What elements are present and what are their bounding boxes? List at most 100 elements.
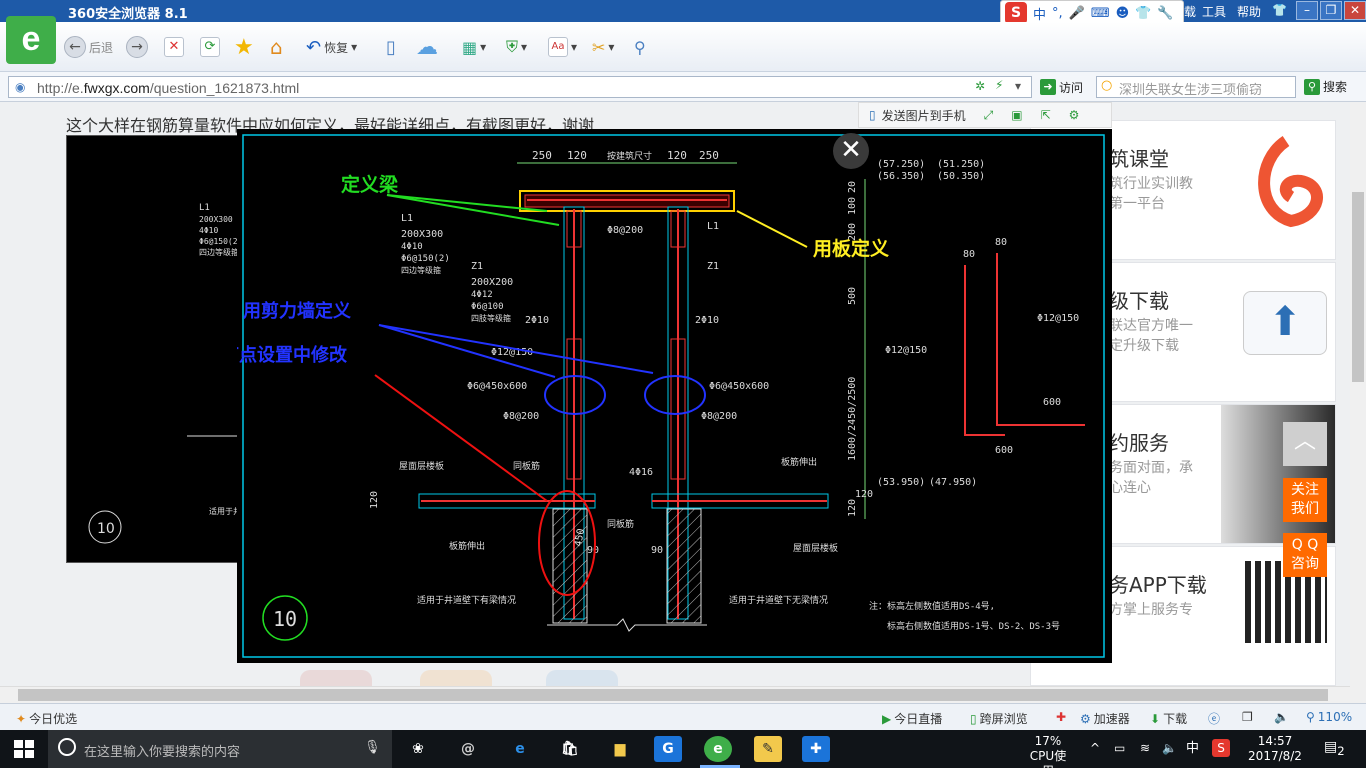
menu-tools[interactable]: 工具 [1202, 5, 1227, 19]
cross-screen-button[interactable]: ▯ 跨屏浏览 [970, 710, 1028, 727]
vdim-text: 100 [847, 197, 858, 215]
cloud-button[interactable]: ☁ [416, 34, 438, 60]
notification-icon[interactable]: ▤2 [1324, 739, 1345, 758]
security-button[interactable]: ⛨▾ [506, 34, 527, 60]
mic-icon[interactable]: 🎤 [1068, 5, 1085, 21]
punct-icon[interactable]: °, [1052, 5, 1063, 21]
menu-download-partial[interactable]: 载 [1184, 5, 1197, 19]
expand-icon[interactable]: ⤢ [983, 107, 994, 122]
qq-consult-button[interactable]: Q Q 咨询 [1283, 533, 1327, 577]
plus-icon[interactable]: ✚ [1056, 710, 1067, 724]
browser-logo[interactable]: e [6, 16, 56, 64]
settings-icon[interactable]: ⚙ [1068, 108, 1080, 122]
phone-button[interactable]: ▯ [386, 34, 396, 60]
accelerator-button[interactable]: ⚙ 加速器 [1080, 710, 1130, 727]
save-icon[interactable]: ▣ [1011, 108, 1023, 122]
browser-app-icon[interactable]: @ [461, 741, 475, 757]
ie-icon[interactable]: ⓔ [1208, 712, 1221, 726]
share-icon[interactable]: ⇱ [1040, 108, 1051, 122]
restore-button[interactable]: ❐ [1320, 1, 1342, 20]
note-text: L1 [401, 213, 413, 224]
lightning-icon[interactable]: ⚡ [995, 78, 1004, 92]
misc-dim: 120 [855, 489, 873, 500]
screenshot-button[interactable]: ✂▾ [592, 34, 614, 60]
favorite-button[interactable]: ★ [234, 34, 254, 60]
tray-chevron-icon[interactable]: ^ [1090, 741, 1101, 755]
download-label: 下载 [1163, 712, 1188, 726]
ime-lang[interactable]: 中 [1033, 7, 1047, 23]
glodon-icon[interactable]: G [654, 736, 682, 762]
forward-button[interactable]: → [126, 34, 148, 60]
wrench-icon[interactable]: 🔧 [1157, 5, 1174, 21]
cpu-usage[interactable]: 17% CPU使用 [1026, 734, 1070, 768]
home-button[interactable]: ⌂ [270, 34, 283, 60]
translate-button[interactable]: Aa▾ [548, 34, 577, 60]
download-button[interactable]: ⬇ 下载 [1150, 710, 1187, 727]
horizontal-scrollbar[interactable] [0, 686, 1350, 703]
close-viewer-button[interactable]: ✕ [833, 133, 869, 169]
folder-icon[interactable]: ▆ [614, 741, 626, 757]
zoom-level[interactable]: ⚲ 110% [1306, 710, 1352, 724]
sogou-icon[interactable]: S [1005, 2, 1027, 24]
visit-button[interactable]: ➜ 访问 [1040, 77, 1083, 97]
zoom-button[interactable]: ⚲ [634, 34, 646, 60]
back-to-top-button[interactable]: ︿ [1283, 422, 1327, 466]
url-input[interactable]: ◉ http://e.fwxgx.com/question_1621873.ht… [8, 76, 1032, 98]
speed-icon[interactable]: ✲ [975, 79, 986, 93]
left-foundation [552, 508, 588, 624]
scrollbar-thumb[interactable] [18, 689, 1328, 701]
send-to-phone-bar[interactable]: ▯ 发送图片到手机 ⤢ ▣ ⇱ ⚙ [858, 102, 1112, 128]
notes-icon[interactable]: ✎ [754, 736, 782, 762]
microphone-icon[interactable]: 🎙 [364, 740, 381, 755]
today-picks[interactable]: ✦ 今日优选 [16, 710, 77, 727]
sogou-tray-icon[interactable]: S [1212, 739, 1230, 757]
stop-button[interactable]: ✕ [164, 34, 184, 60]
search-button[interactable]: ⚲ 搜索 [1304, 78, 1347, 95]
break-line [547, 618, 707, 632]
menu-help[interactable]: 帮助 [1237, 5, 1262, 19]
minimize-button[interactable]: – [1296, 1, 1318, 20]
rating-button[interactable] [300, 670, 372, 686]
windows-start-icon[interactable] [14, 740, 34, 758]
clock-time: 14:57 [1257, 734, 1293, 748]
ime-toolbar[interactable]: S 中 °, 🎤 ⌨ ☻ 👕 🔧 [1000, 0, 1184, 26]
rating-button[interactable] [546, 670, 618, 686]
image-viewer[interactable]: 250 120 按建筑尺寸 120 250 [203, 129, 1112, 663]
vertical-scrollbar[interactable] [1350, 102, 1366, 703]
close-button[interactable]: ✕ [1344, 1, 1366, 20]
skin-icon[interactable]: 👕 [1135, 5, 1152, 21]
url-text[interactable]: http://e.fwxgx.com/question_1621873.html [37, 80, 300, 96]
user-icon[interactable]: ☻ [1115, 5, 1130, 21]
browser-360-icon[interactable]: e [704, 736, 732, 762]
search-engine-icon[interactable]: ○ [1101, 78, 1113, 93]
network-icon[interactable]: ▭ [1114, 741, 1126, 755]
live-button[interactable]: ▶ 今日直播 [882, 710, 942, 727]
ime-indicator[interactable]: 中 [1186, 741, 1200, 756]
restore-tabs-button[interactable]: ↶ 恢复 ▾ [306, 34, 357, 60]
follow-us-button[interactable]: 关注 我们 [1283, 478, 1327, 522]
send-to-phone-label: 发送图片到手机 [881, 108, 966, 123]
back-button[interactable]: ← 后退 [64, 34, 113, 60]
window-icon[interactable]: ❐ [1242, 710, 1253, 724]
apps-button[interactable]: ▦▾ [462, 34, 486, 60]
note-text: Φ6@150(2) [401, 254, 450, 264]
taskbar-search[interactable]: 在这里输入你要搜索的内容 🎙 [48, 730, 392, 768]
search-input[interactable]: ○ 深圳失联女生涉三项偷窃 [1096, 76, 1296, 98]
clock-date: 2017/8/2 [1248, 749, 1302, 763]
task-view-icon[interactable]: ❀ [412, 741, 424, 757]
annotation-beam-arrow [386, 194, 560, 226]
wifi-icon[interactable]: ≋ [1140, 741, 1151, 755]
store-icon[interactable]: 🛍 [561, 741, 579, 757]
volume-icon[interactable]: 🔈 [1274, 710, 1289, 724]
rebar-shape-1 [964, 265, 1005, 436]
clock[interactable]: 14:57 2017/8/2 [1246, 734, 1304, 764]
speaker-icon[interactable]: 🔈 [1162, 741, 1177, 755]
url-dropdown-icon[interactable]: ▾ [1015, 79, 1022, 93]
rating-button[interactable] [420, 670, 492, 686]
refresh-button[interactable]: ⟳ [200, 34, 220, 60]
app-plus-icon[interactable]: ✚ [802, 736, 830, 762]
edge-icon[interactable]: e [515, 741, 525, 757]
keyboard-icon[interactable]: ⌨ [1090, 5, 1110, 21]
scrollbar-thumb[interactable] [1352, 192, 1364, 382]
shirt-icon[interactable]: 👕 [1272, 3, 1287, 17]
